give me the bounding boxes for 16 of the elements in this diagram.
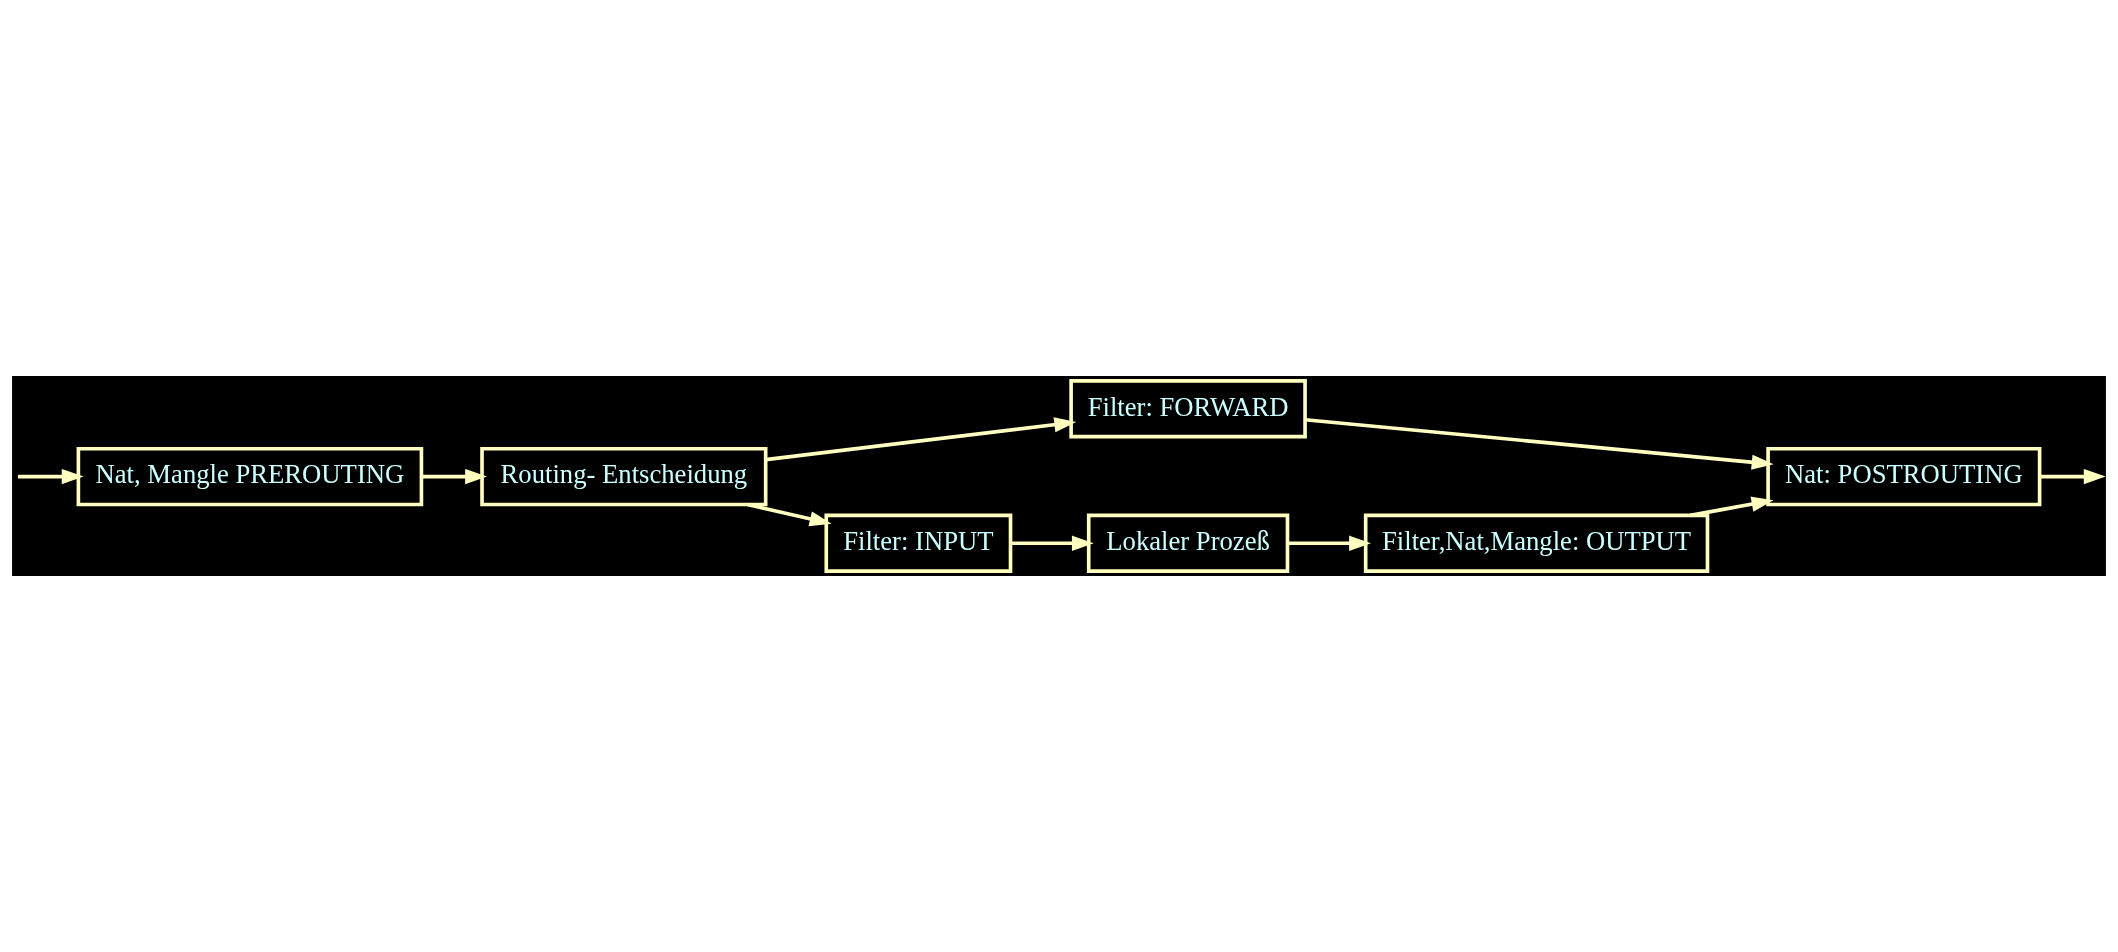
node-box: Nat: POSTROUTING [1766,446,2042,507]
node-box: Filter: FORWARD [1069,379,1307,439]
arrow [1010,535,1094,551]
arrow [746,502,832,527]
arrow [1287,535,1371,551]
arrow [421,468,488,485]
node-box: Nat, Mangle PREROUTING [76,446,424,507]
node-box: Filter,Nat,Mangle: OUTPUT [1363,513,1710,573]
arrow [1690,496,1774,518]
arrow [17,468,84,485]
arrow [2040,468,2106,485]
node-box: Routing- Entscheidung [480,446,768,507]
node-box: Filter: INPUT [824,513,1013,573]
arrow [1304,417,1774,470]
arrow [765,417,1077,462]
node-box: Lokaler Prozeß [1086,513,1290,573]
